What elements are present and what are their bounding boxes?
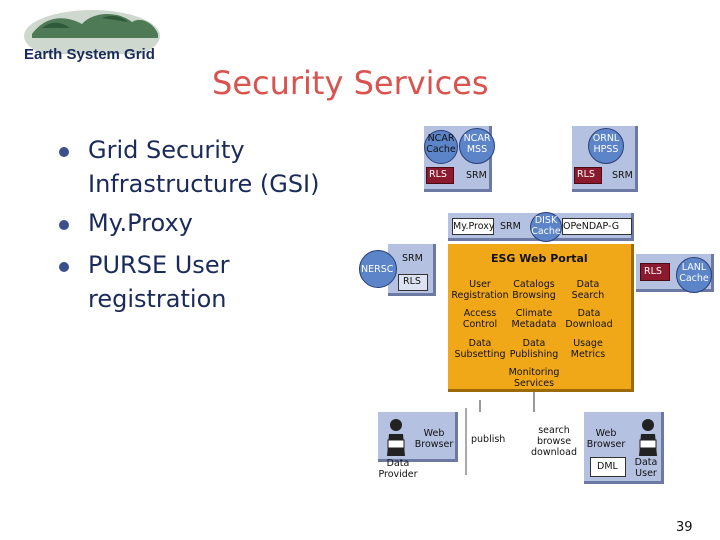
provider-browser-label: Web Browser xyxy=(414,428,454,450)
bullet-gsi: Grid Security Infrastructure (GSI) xyxy=(88,133,320,201)
bullet-purse-line1: PURSE User xyxy=(88,251,230,279)
ncar-mss-node xyxy=(459,128,495,164)
lanl-node xyxy=(676,257,712,293)
portal-item-user-registration: User Registration xyxy=(451,279,509,301)
ornl-rls-label: RLS xyxy=(577,169,595,180)
portal-item-access-control: Access Control xyxy=(462,308,498,330)
lanl-rls-label: RLS xyxy=(644,266,662,277)
ncar-mss-label: NCAR MSS xyxy=(463,133,491,155)
user-browser-label: Web Browser xyxy=(586,428,626,450)
globe-icon xyxy=(24,10,160,54)
nersc-label: NERSC xyxy=(361,264,394,275)
bullet-dot xyxy=(59,220,69,230)
portal-item-data-search: Data Search xyxy=(571,279,605,301)
provider-label: Data Provider xyxy=(378,458,418,480)
bullet-purse-line2: registration xyxy=(88,285,227,313)
ncar-cache-label: NCAR Cache xyxy=(426,133,456,155)
publish-label: publish xyxy=(471,434,506,445)
page-number: 39 xyxy=(676,520,693,535)
bullet-myproxy: My.Proxy xyxy=(88,209,193,237)
portal-item-usage-metrics: Usage Metrics xyxy=(570,338,606,360)
portal-item-monitoring-services: Monitoring Services xyxy=(508,367,560,389)
user-person-icon xyxy=(639,419,657,456)
page-title: Security Services xyxy=(212,64,489,102)
portal-item-data-download: Data Download xyxy=(565,308,613,330)
bullet-gsi-line1: Grid Security xyxy=(88,136,245,164)
esg-web-portal xyxy=(448,244,634,392)
bullet-dot xyxy=(59,262,69,272)
portal-item-data-publishing: Data Publishing xyxy=(509,338,559,360)
bullet-gsi-line2: Infrastructure (GSI) xyxy=(88,170,320,198)
ornl-rls-box xyxy=(574,167,602,184)
ncar-rls-box xyxy=(426,167,454,184)
provider-person-icon xyxy=(387,419,405,456)
logo-text: Earth System Grid xyxy=(24,46,155,63)
ornl-hpss-node xyxy=(588,128,624,164)
lanl-label: LANL Cache xyxy=(679,262,709,284)
ncar-rls-label: RLS xyxy=(429,169,447,180)
opendap-label: OPeNDAP-G xyxy=(563,221,620,232)
portal-item-catalogs-browsing: Catalogs Browsing xyxy=(512,279,556,301)
search-browse-download-label: search browse download xyxy=(531,425,577,458)
bullet-purse: PURSE User registration xyxy=(88,248,229,316)
dml-label: DML xyxy=(597,461,618,472)
portal-title: ESG Web Portal xyxy=(491,252,588,265)
nersc-srm-label: SRM xyxy=(402,253,423,264)
portal-item-climate-metadata: Climate Metadata xyxy=(511,308,557,330)
ornl-srm-label: SRM xyxy=(612,170,633,181)
disk-cache-label: DISK Cache xyxy=(531,215,561,237)
nersc-rls-box xyxy=(398,274,428,291)
ornl-hpss-label: ORNL HPSS xyxy=(592,133,620,155)
middle-srm-label: SRM xyxy=(500,221,521,232)
lanl-rls-box xyxy=(640,263,670,281)
dml-box xyxy=(590,457,626,477)
myproxy-label: My.Proxy xyxy=(453,221,495,232)
disk-cache-node xyxy=(530,212,562,242)
myproxy-box xyxy=(452,218,494,235)
ncar-srm-label: SRM xyxy=(466,170,487,181)
bullet-dot xyxy=(59,147,69,157)
logo: Earth System Grid xyxy=(22,4,162,64)
opendap-box xyxy=(562,218,632,235)
portal-item-data-subsetting: Data Subsetting xyxy=(454,338,506,360)
nersc-node xyxy=(359,250,397,288)
nersc-rls-label: RLS xyxy=(403,276,421,287)
ncar-cache-node xyxy=(424,130,458,164)
user-label: Data User xyxy=(634,457,658,479)
